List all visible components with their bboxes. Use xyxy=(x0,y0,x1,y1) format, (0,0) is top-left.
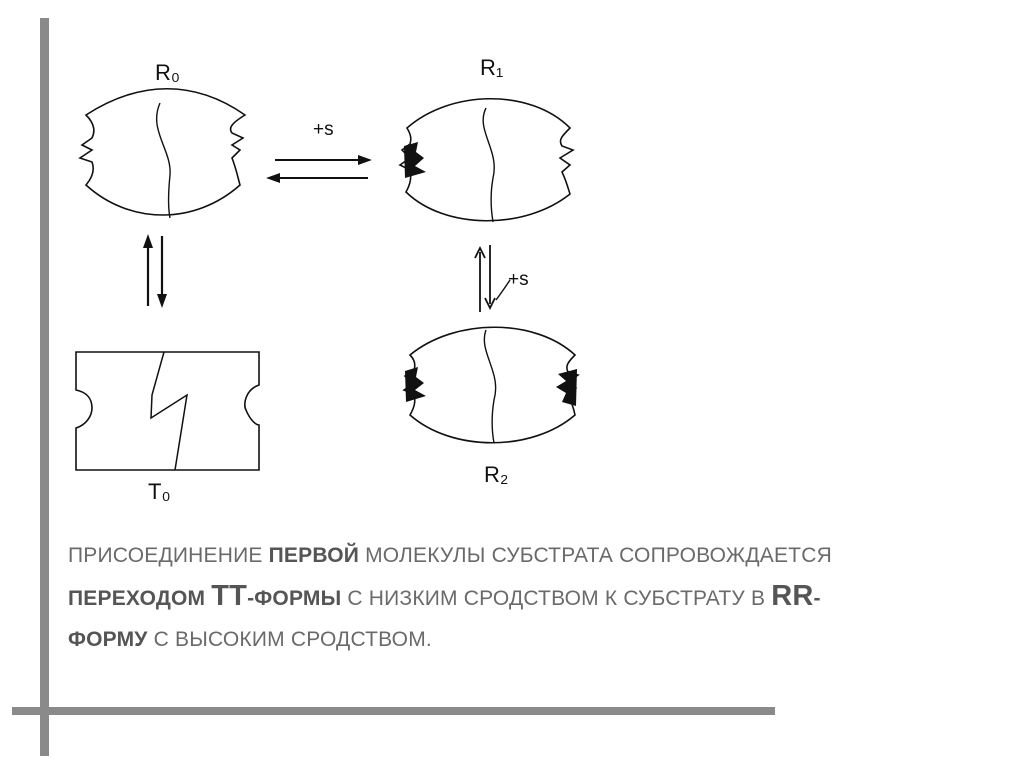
r1-r2-arrow-label: +s xyxy=(508,269,529,290)
arrows-r0-r1: +s xyxy=(266,119,372,183)
r2-bound-substrate-left-icon xyxy=(405,367,426,402)
arrows-r0-t0 xyxy=(143,234,167,308)
t0-outline xyxy=(76,352,259,470)
r1-subunit-interface xyxy=(483,108,494,222)
t0-subunit-interface xyxy=(151,352,187,470)
caption-text: ПРИСОЕДИНЕНИЕ ПЕРВОЙ МОЛЕКУЛЫ СУБСТРАТА … xyxy=(68,535,948,660)
caption-text-run: МОЛЕКУЛЫ СУБСТРАТА СОПРОВОЖДАЕТСЯ xyxy=(359,544,832,567)
caption-text-run: ПРИСОЕДИНЕНИЕ xyxy=(68,544,269,567)
caption-emphasis: ПЕРВОЙ xyxy=(269,544,359,567)
r0-r1-arrow-label: +s xyxy=(313,119,334,140)
label-r1: R₁ xyxy=(480,55,503,80)
caption-dash: - xyxy=(813,587,820,610)
r0-t0-up-head-icon xyxy=(143,234,153,248)
r0-t0-down-head-icon xyxy=(157,294,167,308)
r1-bound-substrate-icon xyxy=(404,142,426,178)
caption-emphasis: ФОРМУ xyxy=(68,628,148,651)
label-t0: T₀ xyxy=(148,479,171,504)
allosteric-transition-diagram: +s +s R₀ R₁ R₂ T₀ xyxy=(0,0,1024,530)
r2-outline xyxy=(404,327,578,443)
r0-outline xyxy=(80,89,245,215)
reverse-arrow-head-icon xyxy=(266,173,280,183)
caption-line-3: ФОРМУ С ВЫСОКИМ СРОДСТВОМ. xyxy=(68,619,948,660)
r2-molecule xyxy=(404,327,578,443)
caption-line-1: ПРИСОЕДИНЕНИЕ ПЕРВОЙ МОЛЕКУЛЫ СУБСТРАТА … xyxy=(68,535,948,576)
frame-horizontal-bar xyxy=(12,707,775,715)
caption-emphasis: ПЕРЕХОДОМ xyxy=(68,587,211,610)
r1-outline xyxy=(400,99,573,221)
r1-molecule xyxy=(400,99,573,222)
caption-line-2: ПЕРЕХОДОМ TT-ФОРМЫ С НИЗКИМ СРОДСТВОМ К … xyxy=(68,576,948,619)
t0-molecule xyxy=(76,352,259,470)
caption-rr-term: RR xyxy=(771,580,813,612)
forward-arrow-head-icon xyxy=(358,155,372,165)
r0-subunit-interface xyxy=(157,103,170,218)
caption-emphasis: -ФОРМЫ xyxy=(247,587,341,610)
caption-tt-term: TT xyxy=(211,580,247,612)
arrows-r1-r2: +s xyxy=(475,245,529,312)
label-r0: R₀ xyxy=(155,60,180,85)
label-r2: R₂ xyxy=(484,462,508,487)
caption-text-run: С ВЫСОКИМ СРОДСТВОМ. xyxy=(148,628,432,651)
r2-subunit-interface xyxy=(484,330,495,443)
r2-bound-substrate-right-icon xyxy=(556,369,577,406)
r0-molecule xyxy=(80,89,245,218)
caption-text-run: С НИЗКИМ СРОДСТВОМ К СУБСТРАТУ В xyxy=(341,587,771,610)
